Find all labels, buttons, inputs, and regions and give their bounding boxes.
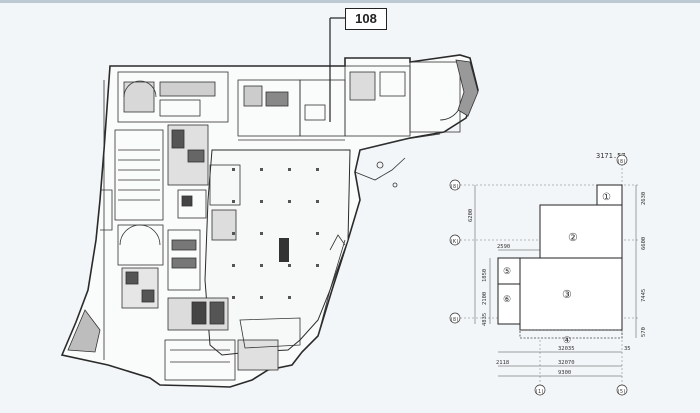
grid-bubble-b: (K) (450, 239, 459, 245)
dim-left-4: 4835 (482, 313, 488, 326)
grid-bubble-e: (1) (535, 389, 544, 395)
zone-1-label: ① (602, 192, 611, 203)
grid-bubble-c: (8) (450, 317, 459, 323)
zone-6-label: ⑥ (503, 295, 511, 305)
zone-2-label: ② (568, 231, 578, 244)
left-wing-detail (67, 71, 279, 381)
zone-4-label: ④ (563, 336, 571, 346)
right-edge-detail (239, 133, 441, 349)
dim-left-2: 1850 (482, 269, 488, 282)
area-label: 3171.57 (596, 152, 626, 160)
dim-bottom-1: 32035 (558, 346, 575, 352)
grid-bubble-a: (8) (450, 184, 459, 190)
zone-3-label: ③ (562, 288, 572, 301)
dim-top-1: 2590 (497, 244, 510, 250)
dim-left-3: 2100 (482, 292, 488, 305)
main-floor-plan (60, 54, 479, 388)
dim-right-4: 570 (641, 327, 647, 337)
dim-bottom-3: 32070 (558, 360, 575, 366)
dim-right-1: 2630 (641, 192, 647, 205)
grid-bubble-f: (5) (617, 389, 626, 395)
callout-leader (329, 17, 345, 122)
top-shops (237, 59, 479, 151)
grid-bubble-d: (8) (617, 159, 626, 165)
unit-callout-label: 108 (345, 8, 387, 30)
dim-bottom-2: 35 (624, 346, 631, 352)
dim-bottom-5: 9300 (558, 370, 571, 376)
dim-right-2: 6600 (641, 237, 647, 250)
top-border (0, 0, 700, 3)
dim-right-3: 7445 (641, 289, 647, 302)
dim-left-1: 6200 (468, 209, 474, 222)
grid-bubbles (449, 154, 628, 396)
area-diagram (460, 160, 640, 385)
zone-5-label: ⑤ (503, 267, 511, 277)
concourse-columns (232, 168, 319, 299)
dim-bottom-4: 2118 (496, 360, 509, 366)
